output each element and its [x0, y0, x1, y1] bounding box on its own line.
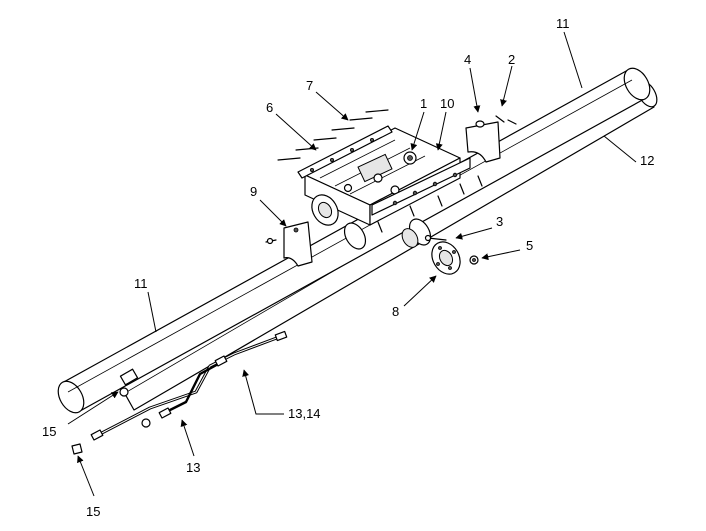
saddle-bracket-9 [284, 222, 312, 266]
svg-text:4: 4 [464, 52, 471, 67]
callout-7: 7 [306, 78, 349, 121]
svg-text:7: 7 [306, 78, 313, 93]
svg-text:9: 9 [250, 184, 257, 199]
bolt-2 [496, 116, 516, 124]
callout-15-lower: 15 [77, 455, 100, 519]
callout-11-left: 11 [134, 276, 156, 332]
callout-1: 1 [410, 96, 427, 151]
fitting-15-upper [120, 369, 138, 396]
callout-3: 3 [455, 214, 503, 240]
fitting-15-lower [72, 444, 82, 454]
flange-8 [426, 237, 466, 279]
callout-15-upper: 15 [42, 392, 119, 439]
elbow-fitting [142, 419, 150, 427]
frame-bolts-lower [378, 176, 482, 232]
callout-8: 8 [392, 275, 437, 319]
flange-left [307, 190, 344, 230]
bolt-9-side [266, 239, 276, 244]
callout-6: 6 [266, 100, 317, 151]
callout-10: 10 [435, 96, 454, 151]
svg-text:8: 8 [392, 304, 399, 319]
svg-text:6: 6 [266, 100, 273, 115]
bolt-3 [426, 236, 447, 241]
callout-13-14: 13,14 [242, 369, 321, 421]
svg-text:13: 13 [186, 460, 200, 475]
callout-2: 2 [500, 52, 515, 107]
hose-13-14 [91, 331, 287, 440]
svg-text:13,14: 13,14 [288, 406, 321, 421]
svg-text:3: 3 [496, 214, 503, 229]
tube-collars [340, 215, 435, 252]
saddle-bracket-right [466, 122, 500, 162]
svg-text:15: 15 [86, 504, 100, 519]
svg-text:10: 10 [440, 96, 454, 111]
hose-13 [159, 356, 227, 418]
callout-13: 13 [180, 419, 200, 475]
svg-text:12: 12 [640, 153, 654, 168]
washer-4 [476, 121, 484, 127]
clamp-plate-6 [298, 126, 392, 178]
frame-plate-10 [372, 158, 470, 215]
callout-5: 5 [481, 238, 533, 261]
svg-text:1: 1 [420, 96, 427, 111]
nut-5 [470, 256, 478, 264]
callout-11-top: 11 [556, 16, 582, 88]
callout-9: 9 [250, 184, 287, 227]
svg-text:5: 5 [526, 238, 533, 253]
callout-4: 4 [464, 52, 481, 113]
callout-12: 12 [604, 136, 654, 168]
svg-text:11: 11 [134, 276, 148, 291]
svg-text:15: 15 [42, 424, 56, 439]
svg-text:2: 2 [508, 52, 515, 67]
svg-text:11: 11 [556, 16, 570, 31]
